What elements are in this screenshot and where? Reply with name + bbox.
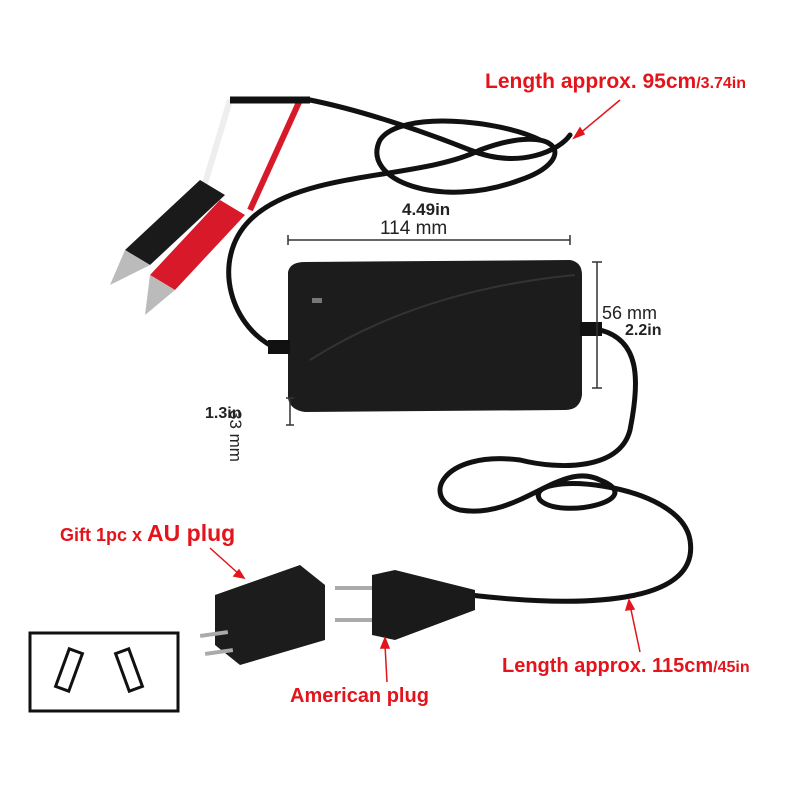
led-indicator (312, 298, 322, 303)
height-in-label: 2.2in (625, 322, 662, 339)
height-mm-label: 56 mm (602, 303, 658, 323)
depth-in-label: 1.3in (205, 405, 242, 422)
au-socket-diagram (28, 631, 180, 713)
au-adapter-shape (199, 565, 325, 665)
american-plug-shape (335, 570, 475, 640)
gift-label: Gift 1pc x AU plug (60, 520, 236, 546)
american-plug-label: American plug (290, 685, 429, 707)
dc-cable-length-label: Length approx. 95cm/3.74in (485, 70, 747, 93)
annotation-arrows (209, 99, 641, 683)
red-wire (247, 98, 303, 212)
ac-cable-length-label: Length approx. 115cm/45in (502, 655, 750, 677)
dc-cable (226, 97, 573, 353)
width-mm-label: 114 mm (380, 218, 448, 239)
red-clip (145, 200, 245, 315)
width-in-label: 4.49in (402, 200, 451, 219)
ac-cable (437, 327, 694, 604)
dimension-lines (286, 235, 602, 426)
depth-mm-label: 33 mm (226, 410, 245, 462)
black-clip (110, 180, 225, 285)
charger-body (268, 260, 602, 412)
